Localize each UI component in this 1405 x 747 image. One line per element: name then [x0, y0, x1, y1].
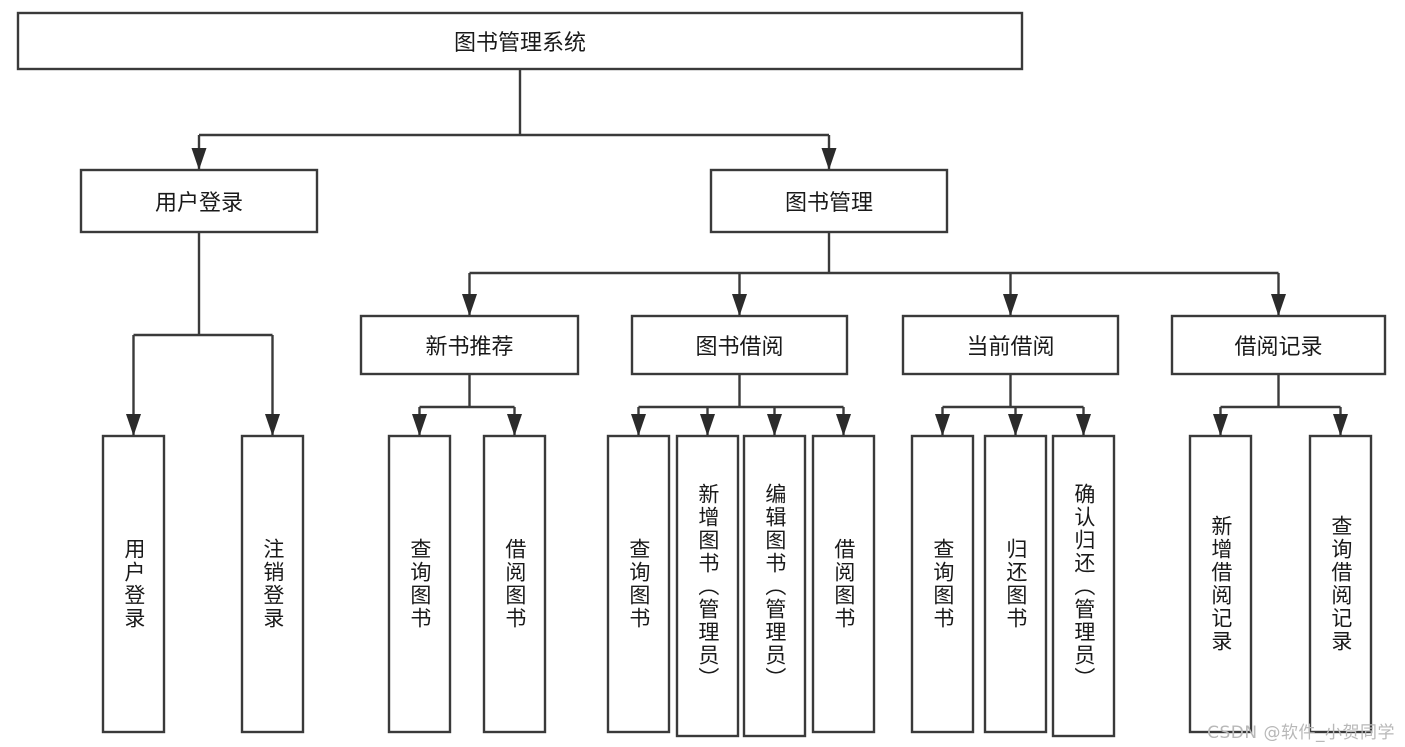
boxes-layer	[16, 11, 1387, 738]
arrow-head-new-book-rec	[462, 294, 477, 316]
arrow-head-leaf-user-login	[126, 414, 141, 436]
arrow-head-book-borrow	[732, 294, 747, 316]
node-user-login[interactable]	[79, 168, 319, 234]
arrow-head-leaf-return-book	[1008, 414, 1023, 436]
arrow-head-leaf-add-book-admin	[700, 414, 715, 436]
node-leaf-return-book[interactable]	[983, 434, 1048, 734]
csdn-watermark: CSDN @软件_小贺同学	[1207, 723, 1395, 743]
node-new-book-rec[interactable]	[359, 314, 580, 376]
arrow-head-borrow-record	[1271, 294, 1286, 316]
node-leaf-borrow-book[interactable]	[811, 434, 876, 734]
node-current-borrow[interactable]	[901, 314, 1120, 376]
arrow-head-leaf-borrow-book	[836, 414, 851, 436]
node-leaf-user-logout[interactable]	[240, 434, 305, 734]
node-borrow-record[interactable]	[1170, 314, 1387, 376]
arrow-head-leaf-query-book-rec	[412, 414, 427, 436]
node-leaf-query-book-rec[interactable]	[387, 434, 452, 734]
node-root[interactable]	[16, 11, 1024, 71]
node-leaf-add-borrow-record[interactable]	[1188, 434, 1253, 734]
arrow-head-leaf-query-book-cur	[935, 414, 950, 436]
connectors-layer	[126, 69, 1348, 436]
arrow-head-leaf-confirm-return-admin	[1076, 414, 1091, 436]
arrow-head-leaf-add-borrow-record	[1213, 414, 1228, 436]
arrow-head-current-borrow	[1003, 294, 1018, 316]
arrow-head-user-login	[191, 148, 207, 170]
node-leaf-confirm-return-admin[interactable]	[1051, 434, 1116, 738]
arrow-head-book-manage	[821, 148, 837, 170]
arrow-head-leaf-user-logout	[265, 414, 280, 436]
arrow-head-leaf-edit-book-admin	[767, 414, 782, 436]
node-leaf-user-login[interactable]	[101, 434, 166, 734]
arrow-head-leaf-borrow-book-rec	[507, 414, 522, 436]
node-leaf-add-book-admin[interactable]	[675, 434, 740, 738]
node-leaf-borrow-book-rec[interactable]	[482, 434, 547, 734]
node-leaf-query-book-cur[interactable]	[910, 434, 975, 734]
arrow-head-leaf-query-borrow-record	[1333, 414, 1348, 436]
node-book-borrow[interactable]	[630, 314, 849, 376]
node-leaf-query-borrow-record[interactable]	[1308, 434, 1373, 734]
node-leaf-edit-book-admin[interactable]	[742, 434, 807, 738]
node-leaf-query-book-borrow[interactable]	[606, 434, 671, 734]
node-book-manage[interactable]	[709, 168, 949, 234]
arrow-head-leaf-query-book-borrow	[631, 414, 646, 436]
